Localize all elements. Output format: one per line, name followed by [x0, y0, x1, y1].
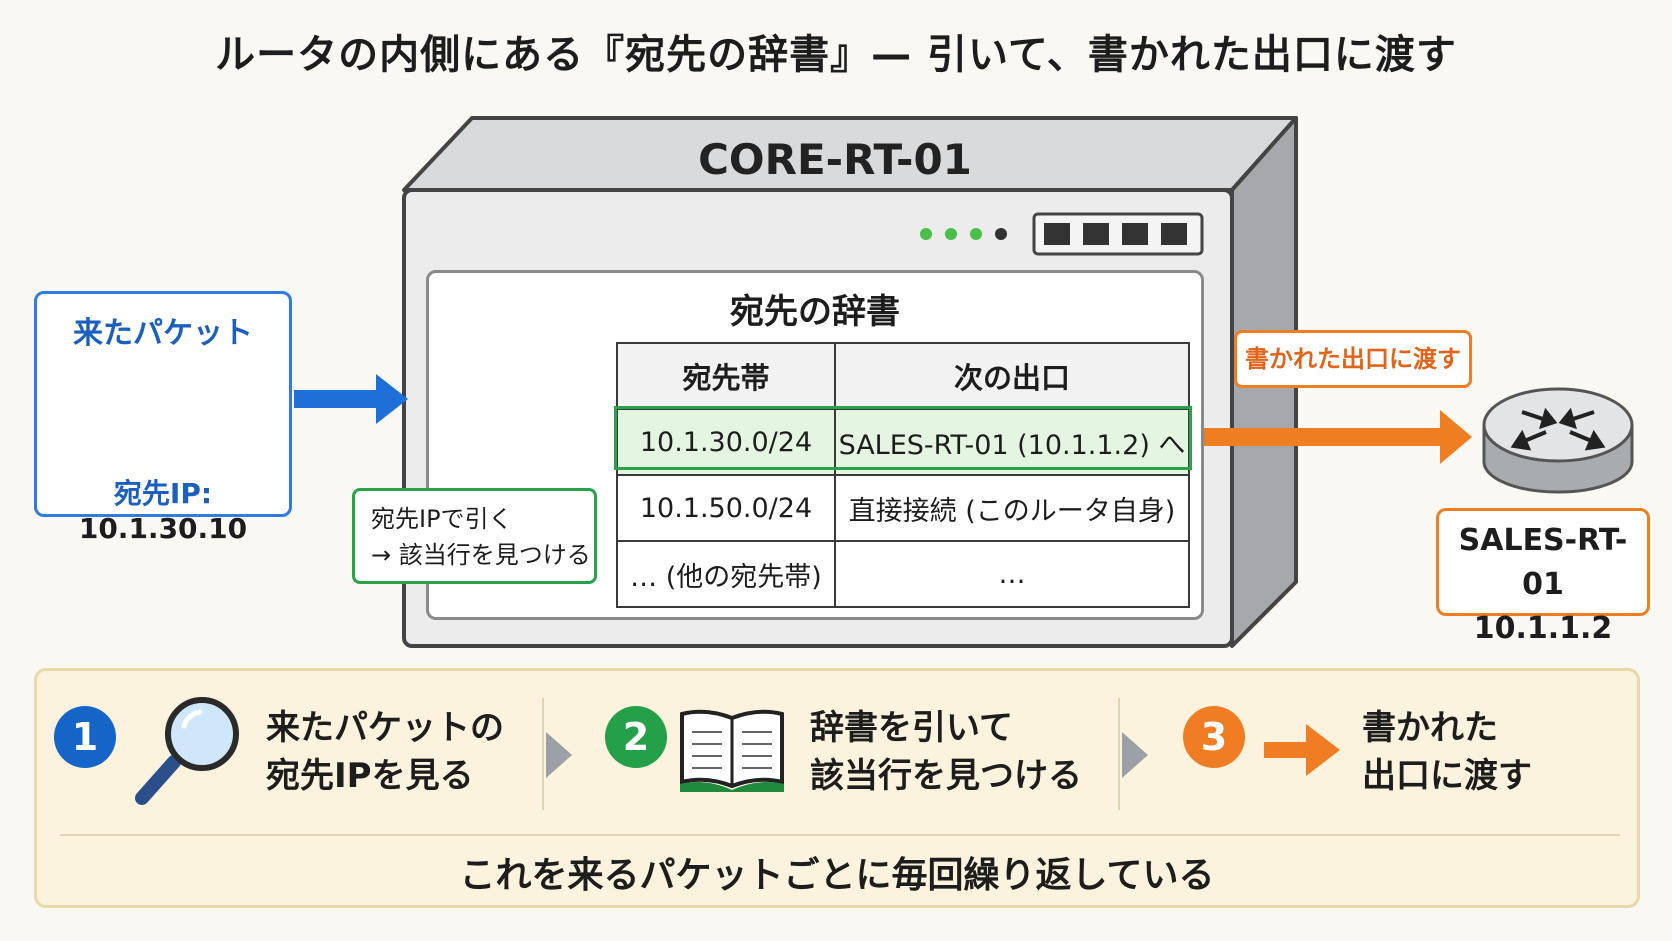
table-cell-destination: 10.1.50.0/24: [616, 474, 836, 542]
open-book-icon: [680, 709, 784, 792]
step-divider: [1118, 698, 1120, 810]
hint-line-1: 宛先IPで引く: [371, 505, 513, 533]
step-2-number: 2: [605, 706, 667, 768]
matched-row-highlight: [614, 406, 1192, 470]
step-3-number: 3: [1183, 706, 1245, 768]
chevron-right-icon: [1122, 732, 1148, 778]
step-2-line-1: 辞書を引いて: [810, 708, 1013, 748]
incoming-packet-card: 来たパケット 宛先IP: 10.1.30.10: [34, 291, 292, 545]
step-1-number: 1: [54, 706, 116, 768]
status-led-icon: [920, 228, 932, 240]
step-1-line-1: 来たパケットの: [266, 708, 504, 748]
router-device-icon: [1482, 387, 1634, 494]
footer-divider: [60, 834, 1620, 836]
lookup-hint-box: 宛先IPで引く → 該当行を見つける: [352, 488, 597, 584]
page-title: ルータの内側にある『宛先の辞書』— 引いて、書かれた出口に渡す: [215, 32, 1457, 78]
table-row: 10.1.50.0/24 直接接続 (このルータ自身): [616, 474, 1190, 542]
step-3-text: 書かれた 出口に渡す: [1362, 704, 1532, 800]
arrow-right-icon: [1264, 724, 1340, 776]
incoming-arrow-icon: [294, 374, 408, 424]
column-header-next-hop: 次の出口: [834, 342, 1190, 410]
steps-panel: [34, 668, 1640, 908]
status-led-icon: [945, 228, 957, 240]
packet-ip-label: 宛先IP:: [113, 477, 213, 510]
ethernet-ports-icon: [1032, 212, 1204, 256]
routing-table: 宛先帯 次の出口 10.1.30.0/24 SALES-RT-01 (10.1.…: [616, 342, 1190, 608]
step-2-text: 辞書を引いて 該当行を見つける: [810, 704, 1082, 800]
handoff-arrow-icon: [1204, 410, 1472, 464]
table-cell-next-hop: 直接接続 (このルータ自身): [834, 474, 1190, 542]
step-2-line-2: 該当行を見つける: [810, 756, 1082, 796]
handoff-label: 書かれた出口に渡す: [1234, 330, 1472, 388]
next-hop-name: SALES-RT-01: [1458, 523, 1628, 602]
table-cell-next-hop: …: [834, 540, 1190, 608]
column-header-destination: 宛先帯: [616, 342, 836, 410]
step-3-line-2: 出口に渡す: [1362, 756, 1532, 796]
status-led-icon: [970, 228, 982, 240]
footer-summary: これを来るパケットごとに毎回繰り返している: [459, 855, 1215, 896]
step-1-text: 来たパケットの 宛先IPを見る: [266, 704, 504, 800]
table-row-matched: 10.1.30.0/24 SALES-RT-01 (10.1.1.2) へ: [616, 408, 1190, 476]
step-3-line-1: 書かれた: [1362, 708, 1498, 748]
step-divider: [542, 698, 544, 810]
next-hop-ip: 10.1.1.2: [1473, 611, 1613, 646]
packet-destination-ip: 宛先IP: 10.1.30.10: [37, 472, 289, 545]
chevron-right-icon: [546, 732, 572, 778]
table-cell-destination: 10.1.30.0/24: [616, 408, 836, 476]
dictionary-title: 宛先の辞書: [730, 292, 900, 332]
packet-ip-value: 10.1.30.10: [78, 512, 248, 545]
packet-title: 来たパケット: [73, 316, 253, 351]
step-1-line-2: 宛先IPを見る: [266, 756, 474, 796]
table-cell-destination: … (他の宛先帯): [616, 540, 836, 608]
status-led-icon: [995, 228, 1007, 240]
magnifier-icon: [135, 697, 239, 805]
next-hop-card: SALES-RT-01 10.1.1.2: [1436, 508, 1650, 646]
table-cell-next-hop: SALES-RT-01 (10.1.1.2) へ: [834, 408, 1190, 476]
table-row: … (他の宛先帯) …: [616, 540, 1190, 608]
hint-line-2: → 該当行を見つける: [371, 541, 591, 569]
router-name: CORE-RT-01: [698, 135, 972, 184]
